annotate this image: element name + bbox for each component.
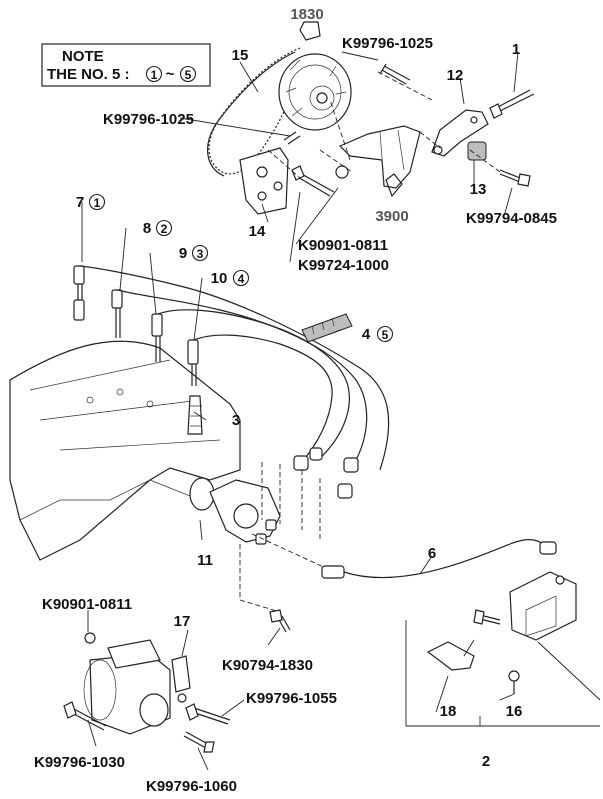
circled-5: 5 — [382, 328, 389, 342]
label-part-11: 11 — [197, 552, 213, 569]
label-part-2: 2 — [482, 753, 490, 770]
label-part-13: 13 — [470, 181, 487, 198]
label-part-12: 12 — [447, 67, 464, 84]
label-part-8: 8 — [143, 220, 151, 237]
engine-block — [9, 340, 241, 561]
label-k90794-1830: K90794-1830 — [222, 657, 313, 674]
label-part-18: 18 — [440, 703, 457, 720]
label-part-10: 10 — [211, 270, 228, 287]
circled-1: 1 — [94, 196, 101, 210]
note-range-start: 1 — [151, 68, 158, 82]
ignition-coil — [405, 571, 601, 727]
label-part-16: 16 — [506, 703, 523, 720]
label-k90901-0811-mid: K90901-0811 — [298, 237, 388, 254]
starter-motor — [63, 609, 291, 753]
label-k99796-1055: K99796-1055 — [246, 690, 337, 707]
labels: 1830 K99796-1025 1 15 12 K99796-1025 13 … — [34, 6, 557, 795]
label-part-6: 6 — [428, 545, 436, 562]
circled-3: 3 — [197, 247, 204, 261]
ignition-wires — [73, 265, 390, 499]
label-part-15: 15 — [232, 47, 249, 64]
label-part-4: 4 — [362, 326, 371, 343]
label-part-1: 1 — [512, 41, 520, 58]
note-range-sep: ~ — [166, 66, 175, 83]
note-title: NOTE — [62, 48, 104, 65]
distributor — [189, 462, 331, 613]
label-part-9: 9 — [179, 245, 187, 262]
label-part-7: 7 — [76, 194, 84, 211]
circled-2: 2 — [161, 222, 168, 236]
label-k90901-0811-low: K90901-0811 — [42, 596, 132, 613]
label-k99796-1030: K99796-1030 — [34, 754, 125, 771]
label-k99724-1000: K99724-1000 — [298, 257, 389, 274]
leader-lines — [81, 51, 519, 771]
coil-wire — [321, 539, 557, 579]
label-k99796-1025-left: K99796-1025 — [103, 111, 194, 128]
label-part-14: 14 — [249, 223, 266, 240]
label-part-3: 3 — [232, 412, 240, 429]
label-k99796-1025-top: K99796-1025 — [342, 35, 433, 52]
note-box: NOTE THE NO. 5 : 1 ~ 5 — [41, 43, 211, 87]
note-line: THE NO. 5 : — [47, 66, 130, 83]
note-range-end: 5 — [185, 68, 192, 82]
label-k99796-1060: K99796-1060 — [146, 778, 237, 795]
label-ref-3900: 3900 — [375, 208, 408, 225]
circled-4: 4 — [238, 272, 245, 286]
label-k99794-0845: K99794-0845 — [466, 210, 557, 227]
label-ref-1830: 1830 — [290, 6, 323, 23]
label-part-17: 17 — [174, 613, 191, 630]
alternator-assembly — [207, 21, 535, 215]
